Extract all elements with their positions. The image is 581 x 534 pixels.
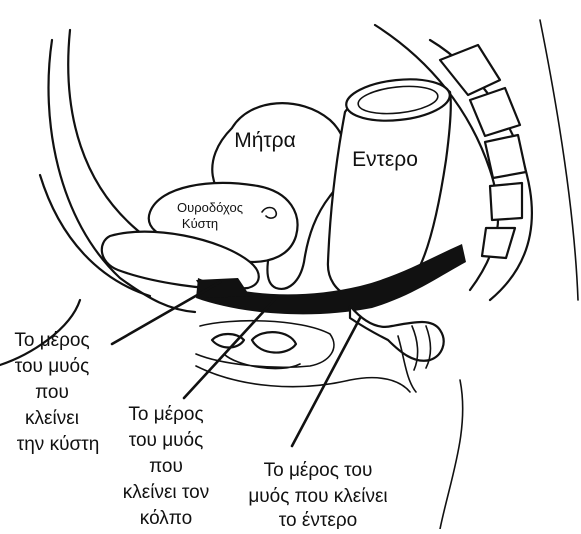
callout-bowel-muscle: Το μέρος του μυός που κλείνει το έντερο: [248, 460, 387, 529]
inner-body-curve: [68, 30, 150, 240]
callout-vagina-line: κλείνει τον: [123, 482, 209, 503]
urethra-opening: [212, 334, 244, 348]
callout-vagina-line: κόλπο: [140, 508, 192, 529]
callout-bladder-muscle: Το μέρος του μυός που κλείνει την κύστη: [14, 330, 99, 455]
callout-bladder-line: την κύστη: [17, 434, 100, 455]
vaginal-opening: [252, 332, 296, 352]
callout-vagina-line: του μυός: [129, 430, 204, 451]
callout-vagina-muscle: Το μέρος του μυός που κλείνει τον κόλπο: [123, 404, 209, 529]
callout-vagina-line: που: [149, 456, 183, 477]
perineum-outline: [196, 366, 410, 392]
callout-bladder-line: του μυός: [15, 356, 90, 377]
callout-bowel-line: Το μέρος του: [264, 460, 373, 481]
callout-bowel-line: το έντερο: [279, 510, 357, 529]
label-bowel: Εντερο: [352, 148, 418, 171]
pointer-bladder-muscle: [112, 282, 220, 344]
callout-bladder-line: που: [35, 382, 69, 403]
callout-bladder-line: κλείνει: [25, 408, 79, 429]
back-outline: [540, 20, 578, 300]
pointer-bowel-muscle: [292, 318, 360, 446]
label-bladder-line1: Ουροδόχος: [177, 200, 243, 215]
label-bladder-line2: Κύστη: [182, 216, 218, 231]
label-uterus: Μήτρα: [234, 129, 296, 152]
callout-bladder-line: Το μέρος: [14, 330, 89, 351]
callout-bowel-line: μυός που κλείνει: [248, 486, 387, 507]
callout-vagina-line: Το μέρος: [128, 404, 203, 425]
lower-buttock-outline: [440, 380, 463, 529]
